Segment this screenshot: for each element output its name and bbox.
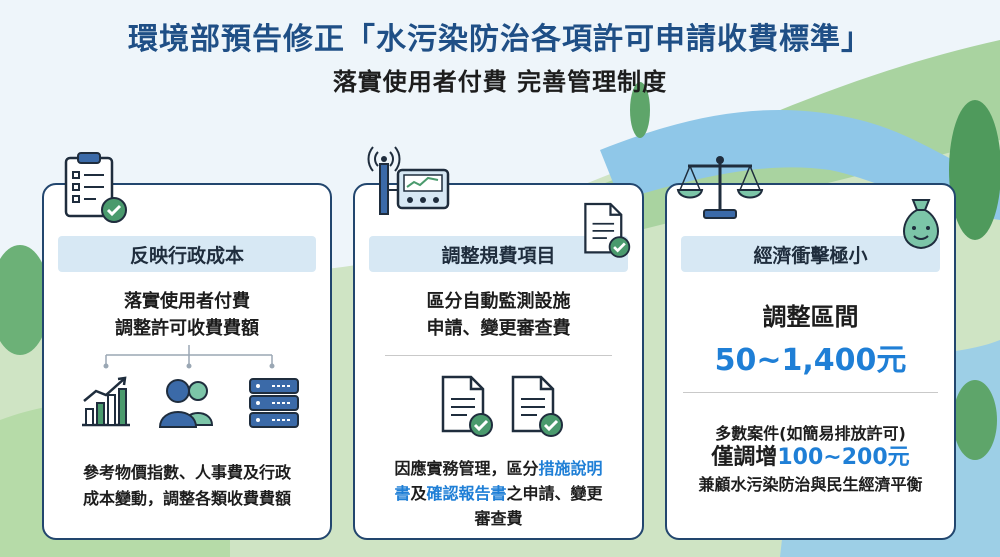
card-footer-line: 參考物價指數、人事費及行政 [82, 463, 291, 482]
range-label: 調整區間 [762, 303, 859, 331]
note-text: 多數案件(如簡易排放許可) [715, 424, 906, 443]
card-heading: 經濟衝擊極小 [681, 236, 940, 272]
emphasis-value: 100~200元 [777, 445, 910, 470]
footer-text: 因應實務管理，區分 [394, 459, 539, 478]
connector-lines [103, 345, 275, 369]
card-admin-cost: 反映行政成本 落實使用者付費 調整許可收費費額 參考物價指數、人事費及行政 [42, 183, 332, 540]
card-footer-line: 審查費 [474, 509, 523, 528]
server-icon [249, 378, 299, 428]
clipboard-check-icon [64, 152, 127, 223]
footer-highlight: 措施說明 [538, 459, 603, 478]
card-footer-line: 書及確認報告書之申請、變更 [355, 481, 642, 506]
emphasis-prefix: 僅調增 [711, 445, 778, 470]
document-check-icon [511, 375, 563, 437]
card-heading: 反映行政成本 [58, 236, 316, 272]
emphasis-line: 僅調增100~200元 [667, 443, 954, 473]
card-line: 申請、變更審查費 [426, 318, 571, 339]
card-divider [683, 392, 938, 393]
monitoring-device-icon [367, 146, 450, 215]
footer-highlight: 確認報告書 [426, 484, 507, 503]
card-line: 區分自動監測設施 [426, 291, 571, 312]
document-check-icon [584, 202, 631, 258]
balance-scale-icon [676, 156, 764, 219]
card-line: 落實使用者付費 [124, 291, 250, 312]
range-value: 50~1,400元 [714, 343, 907, 378]
document-check-icon [441, 375, 493, 437]
footer-text: 及 [410, 484, 427, 503]
users-icon [158, 379, 214, 428]
footer-text: 之申請、變更 [506, 484, 603, 503]
footer-highlight: 書 [394, 484, 411, 503]
money-bag-icon [903, 199, 939, 250]
balance-text: 兼顧水污染防治與民生經濟平衡 [698, 475, 923, 494]
card-divider [385, 355, 612, 356]
card-line: 調整許可收費費額 [115, 318, 259, 339]
page-subtitle: 落實使用者付費 完善管理制度 [332, 68, 668, 96]
card-footer-line: 因應實務管理，區分措施說明 [355, 456, 642, 481]
page-title: 環境部預告修正「水污染防治各項許可申請收費標準」 [128, 22, 872, 57]
card-footer-line: 成本變動，調整各類收費費額 [82, 489, 291, 508]
bar-chart-icon [82, 376, 130, 427]
card-fee-items: 調整規費項目 區分自動監測設施 申請、變更審查費 因應實務管理，區分措施說明 書… [353, 183, 644, 540]
